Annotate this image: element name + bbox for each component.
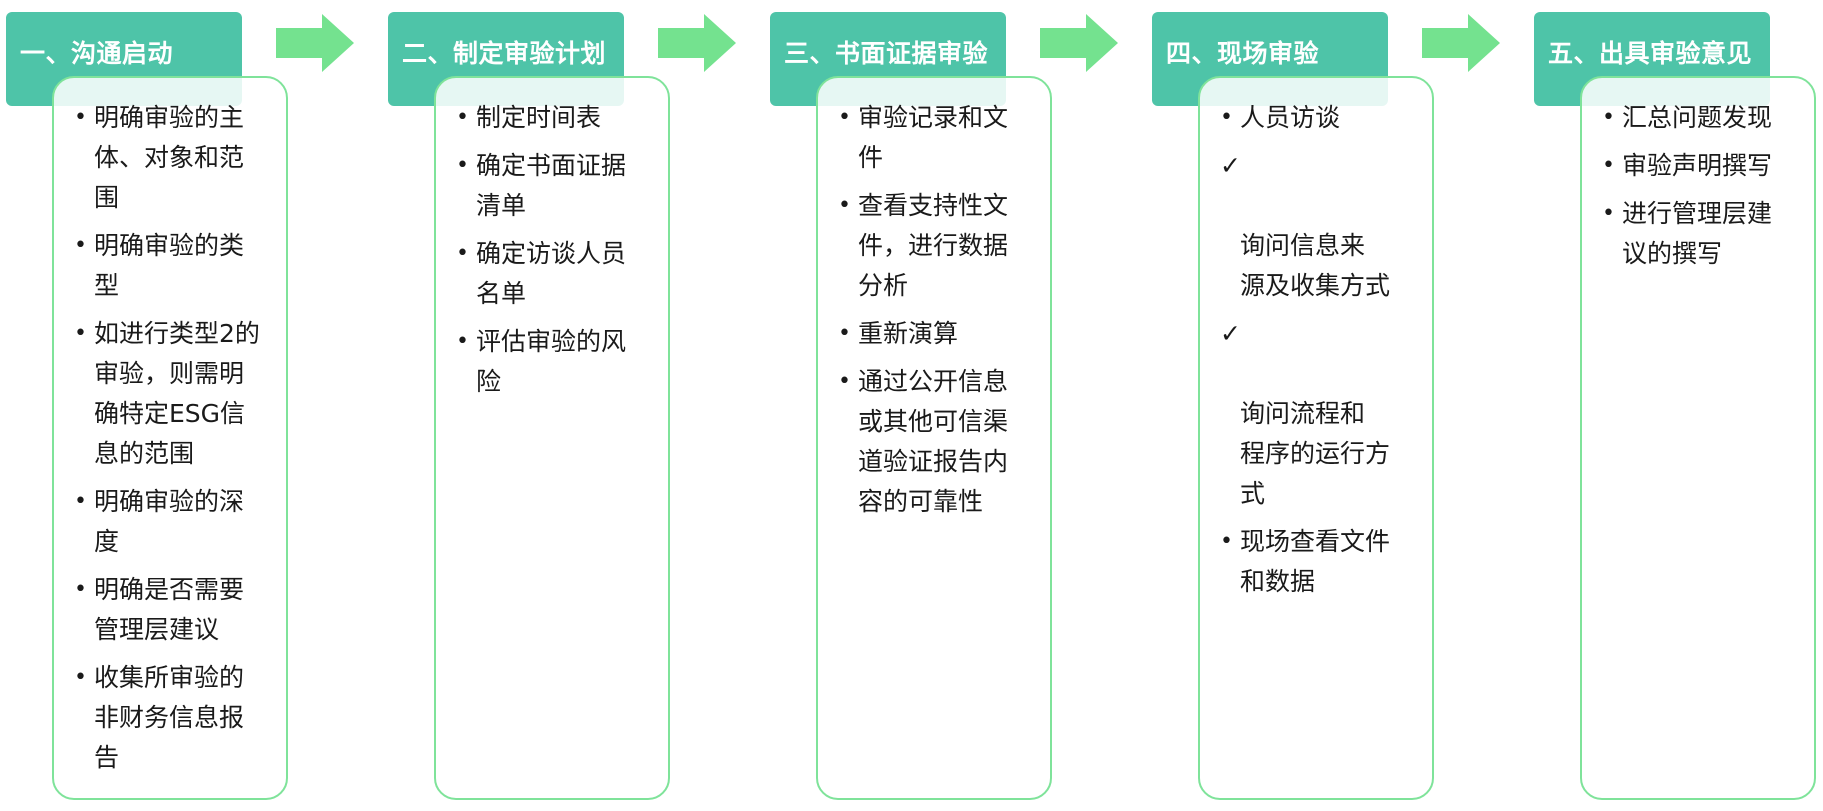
stage-4: 四、现场审验 人员访谈 ✓ 询问信息来 源及收集方式 ✓ 询问流程和 程序的运行… bbox=[1146, 0, 1446, 811]
sub-list-item-text: 询问流程和 程序的运行方 式 bbox=[1240, 399, 1391, 508]
list-item: 确定访谈人员 名单 bbox=[456, 234, 656, 314]
list-item: 评估审验的风 险 bbox=[456, 322, 656, 402]
stage-items: 汇总问题发现 审验声明撰写 进行管理层建 议的撰写 bbox=[1602, 98, 1802, 282]
list-item: 现场查看文件 和数据 bbox=[1220, 522, 1420, 602]
list-item: 重新演算 bbox=[838, 314, 1038, 354]
check-icon: ✓ bbox=[1220, 319, 1241, 348]
list-item: 查看支持性文 件，进行数据 分析 bbox=[838, 186, 1038, 306]
list-item: 通过公开信息 或其他可信渠 道验证报告内 容的可靠性 bbox=[838, 362, 1038, 522]
stage-items: 制定时间表 确定书面证据 清单 确定访谈人员 名单 评估审验的风 险 bbox=[456, 98, 656, 410]
stage-2: 二、制定审验计划 制定时间表 确定书面证据 清单 确定访谈人员 名单 评估审验的… bbox=[382, 0, 682, 811]
stage-items: 明确审验的主 体、对象和范 围 明确审验的类 型 如进行类型2的 审验，则需明 … bbox=[74, 98, 274, 786]
list-item: 收集所审验的 非财务信息报 告 bbox=[74, 658, 274, 778]
stage-body: 明确审验的主 体、对象和范 围 明确审验的类 型 如进行类型2的 审验，则需明 … bbox=[52, 76, 288, 800]
stage-3: 三、书面证据审验 审验记录和文 件 查看支持性文 件，进行数据 分析 重新演算 … bbox=[764, 0, 1064, 811]
sub-list-item: ✓ 询问流程和 程序的运行方 式 bbox=[1220, 314, 1420, 514]
stage-header: 四、现场审验 bbox=[1152, 12, 1388, 106]
list-item: 明确是否需要 管理层建议 bbox=[74, 570, 274, 650]
stage-body: 人员访谈 ✓ 询问信息来 源及收集方式 ✓ 询问流程和 程序的运行方 式 现场查… bbox=[1198, 76, 1434, 800]
list-item: 审验声明撰写 bbox=[1602, 146, 1802, 186]
list-item: 确定书面证据 清单 bbox=[456, 146, 656, 226]
list-item: 明确审验的类 型 bbox=[74, 226, 274, 306]
stage-body: 汇总问题发现 审验声明撰写 进行管理层建 议的撰写 bbox=[1580, 76, 1816, 800]
stage-title: 一、沟通启动 bbox=[20, 39, 174, 68]
list-item: 如进行类型2的 审验，则需明 确特定ESG信 息的范围 bbox=[74, 314, 274, 474]
stage-body: 审验记录和文 件 查看支持性文 件，进行数据 分析 重新演算 通过公开信息 或其… bbox=[816, 76, 1052, 800]
list-item: 审验记录和文 件 bbox=[838, 98, 1038, 178]
list-item: 汇总问题发现 bbox=[1602, 98, 1802, 138]
list-item: 明确审验的主 体、对象和范 围 bbox=[74, 98, 274, 218]
stage-title: 三、书面证据审验 bbox=[784, 39, 989, 68]
sub-list-item: ✓ 询问信息来 源及收集方式 bbox=[1220, 146, 1420, 306]
stage-1: 一、沟通启动 明确审验的主 体、对象和范 围 明确审验的类 型 如进行类型2的 … bbox=[0, 0, 300, 811]
stage-body: 制定时间表 确定书面证据 清单 确定访谈人员 名单 评估审验的风 险 bbox=[434, 76, 670, 800]
list-item: 明确审验的深 度 bbox=[74, 482, 274, 562]
list-item: 制定时间表 bbox=[456, 98, 656, 138]
stage-title: 四、现场审验 bbox=[1166, 39, 1320, 68]
right-arrow-icon bbox=[276, 14, 354, 72]
stage-items: 人员访谈 ✓ 询问信息来 源及收集方式 ✓ 询问流程和 程序的运行方 式 现场查… bbox=[1220, 98, 1420, 610]
stage-title: 五、出具审验意见 bbox=[1548, 39, 1753, 68]
right-arrow-icon bbox=[658, 14, 736, 72]
check-icon: ✓ bbox=[1220, 151, 1241, 180]
stage-items: 审验记录和文 件 查看支持性文 件，进行数据 分析 重新演算 通过公开信息 或其… bbox=[838, 98, 1038, 530]
sub-list-item-text: 询问信息来 源及收集方式 bbox=[1240, 231, 1391, 300]
stage-5: 五、出具审验意见 汇总问题发现 审验声明撰写 进行管理层建 议的撰写 bbox=[1528, 0, 1823, 811]
list-item: 人员访谈 bbox=[1220, 98, 1420, 138]
right-arrow-icon bbox=[1040, 14, 1118, 72]
stage-title: 二、制定审验计划 bbox=[402, 39, 607, 68]
list-item: 进行管理层建 议的撰写 bbox=[1602, 194, 1802, 274]
right-arrow-icon bbox=[1422, 14, 1500, 72]
